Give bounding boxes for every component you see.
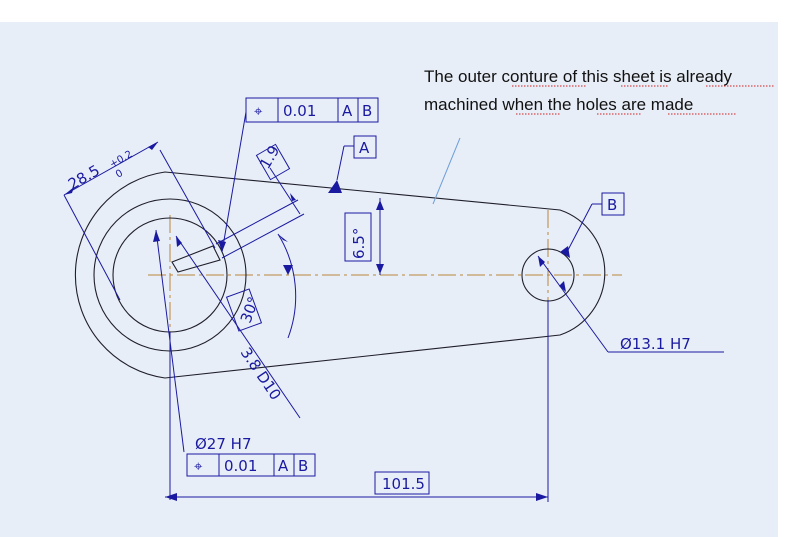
big-hole-value: Ø27 H7 (195, 435, 251, 453)
note-leader-line (432, 137, 461, 205)
small-hole-value: Ø13.1 H7 (620, 335, 691, 353)
datum-a-label: A (359, 139, 370, 157)
taper-angle-dimension: 6.5° (344, 198, 384, 275)
top-tolerance-value: 0.01 (283, 102, 316, 120)
small-hole-leader: Ø13.1 H7 (537, 255, 724, 353)
radius-lower-tolerance: 0 (114, 168, 125, 181)
note-line-1: The outer conture of this sheet is alrea… (424, 67, 733, 86)
big-hole-leader: Ø27 H7 ⌖ 0.01 A B (153, 229, 316, 500)
drawing-background (0, 22, 778, 537)
bottom-datum-1: A (278, 457, 289, 475)
top-feature-control-frame: ⌖ 0.01 A B (218, 97, 379, 253)
taper-angle-value: 6.5° (350, 228, 368, 259)
datum-a-symbol: A (328, 135, 377, 193)
bottom-datum-2: B (298, 457, 308, 475)
top-datum-2: B (362, 102, 372, 120)
bottom-position-symbol: ⌖ (194, 457, 203, 475)
annotation-note: The outer conture of this sheet is alrea… (424, 67, 774, 205)
datum-b-symbol: B (560, 192, 625, 258)
center-distance-value: 101.5 (382, 475, 425, 493)
note-line-2: machined when the holes are made (424, 95, 693, 114)
slot-keyway (171, 245, 221, 273)
datum-b-label: B (607, 196, 617, 214)
top-position-symbol: ⌖ (254, 102, 263, 120)
bottom-tolerance-value: 0.01 (224, 457, 257, 475)
top-datum-1: A (342, 102, 353, 120)
center-distance-dimension: 101.5 (165, 300, 549, 502)
